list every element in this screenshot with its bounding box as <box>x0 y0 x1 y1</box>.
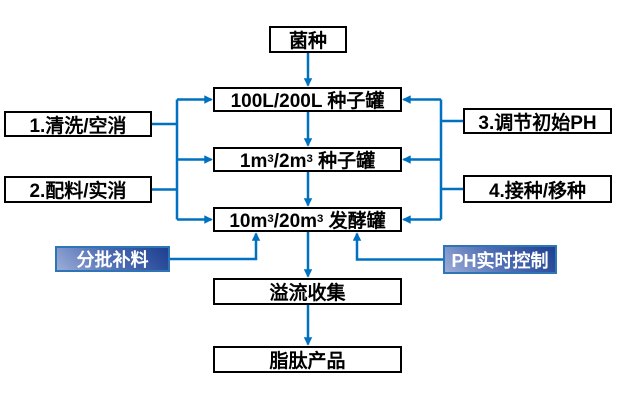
node-product-label: 脂肽产品 <box>269 351 346 372</box>
node-step1-label: 1.清洗/空消 <box>29 115 127 137</box>
node-seed-label: 菌种 <box>288 31 327 52</box>
node-overflow: 溢流收集 <box>213 278 402 305</box>
edge-fedbatch-fermenter <box>170 232 261 261</box>
node-tank-100l-label: 100L/200L 种子罐 <box>230 91 385 112</box>
node-ph-control: PH实时控制 <box>443 245 557 274</box>
node-product: 脂肽产品 <box>213 346 402 373</box>
node-tank-1m3-label: 1m3/2m3 种子罐 <box>239 151 376 172</box>
node-step3-label: 3.调节初始PH <box>478 112 597 134</box>
node-step2: 2.配料/实消 <box>4 176 152 203</box>
node-step1: 1.清洗/空消 <box>4 111 152 137</box>
node-overflow-label: 溢流收集 <box>269 283 346 304</box>
node-step4-label: 4.接种/移种 <box>488 180 587 202</box>
node-fed-batch: 分批补料 <box>55 246 170 272</box>
node-step3: 3.调节初始PH <box>463 108 612 134</box>
node-seed: 菌种 <box>269 26 347 53</box>
node-tank-100l: 100L/200L 种子罐 <box>213 87 402 112</box>
edge-phcontrol-fermenter <box>352 232 443 261</box>
node-step4: 4.接种/移种 <box>463 175 612 203</box>
node-fed-batch-label: 分批补料 <box>76 250 149 270</box>
node-tank-1m3: 1m3/2m3 种子罐 <box>213 147 402 172</box>
node-ph-control-label: PH实时控制 <box>451 250 549 271</box>
node-fermenter: 10m3/20m3 发酵罐 <box>213 207 402 232</box>
node-fermenter-label: 10m3/20m3 发酵罐 <box>229 211 386 232</box>
node-step2-label: 2.配料/实消 <box>29 181 127 202</box>
